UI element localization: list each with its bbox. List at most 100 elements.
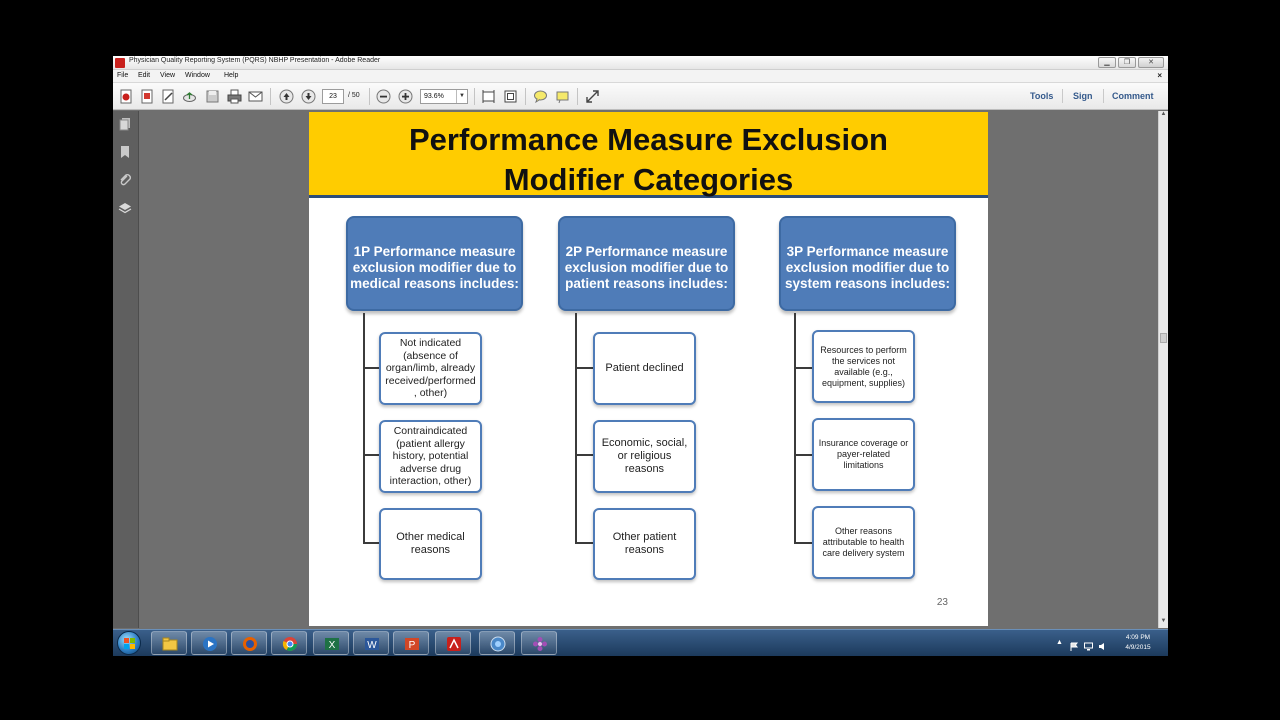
comment-pane-button[interactable]: Comment — [1112, 91, 1154, 101]
chevron-down-icon[interactable]: ▼ — [456, 90, 467, 103]
email-icon[interactable] — [248, 89, 263, 104]
windows-logo-icon — [124, 638, 135, 649]
item-text: Other reasons attributable to health car… — [822, 526, 905, 558]
list-item: Other reasons attributable to health car… — [812, 506, 915, 579]
fit-width-icon[interactable] — [481, 89, 496, 104]
clock-time: 4:09 PM — [1125, 634, 1151, 641]
volume-icon[interactable] — [1098, 638, 1107, 650]
window-title-bar[interactable]: Physician Quality Reporting System (PQRS… — [113, 56, 1168, 70]
zoom-out-icon[interactable] — [376, 89, 391, 104]
list-item: Insurance coverage or payer-related limi… — [812, 418, 915, 491]
svg-text:W: W — [367, 640, 377, 651]
taskbar-excel[interactable]: X — [313, 631, 349, 655]
scroll-up-icon[interactable]: ▲ — [1160, 111, 1167, 117]
window-title: Physician Quality Reporting System (PQRS… — [129, 57, 381, 64]
menu-file[interactable]: File — [117, 72, 129, 79]
sticky-note-icon[interactable] — [533, 89, 548, 104]
minimize-icon[interactable]: ▁ — [1098, 57, 1116, 68]
category-label: 2P Performance measure exclusion modifie… — [564, 244, 729, 291]
firefox-icon — [243, 637, 257, 651]
previous-page-icon[interactable] — [279, 89, 294, 104]
media-player-icon — [203, 637, 217, 651]
network-globe-icon — [490, 636, 506, 652]
item-text: Insurance coverage or payer-related limi… — [818, 438, 909, 470]
item-text: Not indicated (absence of organ/limb, al… — [385, 337, 476, 400]
menu-window[interactable]: Window — [185, 72, 210, 79]
window-controls: ▁ ❐ ✕ — [1098, 57, 1164, 68]
create-pdf-icon[interactable] — [119, 89, 134, 104]
start-button[interactable] — [117, 631, 141, 655]
next-page-icon[interactable] — [301, 89, 316, 104]
connector-line — [363, 454, 379, 456]
zoom-level-select[interactable]: 93.6% ▼ — [420, 89, 468, 104]
taskbar-powerpoint[interactable]: P — [393, 631, 429, 655]
page-number-input[interactable]: 23 — [322, 89, 344, 104]
menu-view[interactable]: View — [160, 72, 176, 79]
desktop-screen: Physician Quality Reporting System (PQRS… — [113, 56, 1168, 656]
svg-text:P: P — [409, 640, 416, 651]
item-text: Economic, social, or religious reasons — [601, 437, 688, 475]
menu-help[interactable]: Help — [224, 72, 239, 79]
connector-line — [575, 313, 577, 544]
system-tray: ▲ 4:09 PM 4/9/2015 — [1048, 630, 1168, 656]
taskbar-firefox[interactable] — [231, 631, 267, 655]
show-hidden-icons-icon[interactable]: ▲ — [1056, 639, 1063, 646]
scrollbar-thumb[interactable] — [1160, 333, 1167, 343]
page-total: / 50 — [348, 92, 360, 99]
connector-line — [363, 542, 379, 544]
slide-number: 23 — [936, 597, 948, 608]
toolbar-separator — [270, 88, 271, 105]
connector-line — [363, 313, 365, 544]
document-close-icon[interactable]: × — [1157, 71, 1162, 80]
network-icon[interactable] — [1084, 638, 1093, 651]
taskbar-flower-app[interactable] — [521, 631, 557, 655]
taskbar-network-tool[interactable] — [479, 631, 515, 655]
taskbar-word[interactable]: W — [353, 631, 389, 655]
layers-icon[interactable] — [118, 201, 132, 215]
folder-icon — [162, 637, 178, 651]
adobe-reader-icon — [447, 637, 461, 651]
tools-pane-button[interactable]: Tools — [1030, 91, 1054, 101]
attachments-icon[interactable] — [118, 173, 132, 187]
highlight-icon[interactable] — [555, 89, 570, 104]
taskbar-explorer[interactable] — [151, 631, 187, 655]
menu-bar: File Edit View Window Help × — [113, 70, 1168, 83]
connector-line — [575, 454, 594, 456]
pdf-page: Performance Measure Exclusion Modifier C… — [309, 112, 988, 626]
vertical-scrollbar[interactable]: ▲ ▼ — [1158, 111, 1168, 628]
cloud-upload-icon[interactable] — [182, 89, 197, 104]
restore-icon[interactable]: ❐ — [1118, 57, 1136, 68]
system-clock[interactable]: 4:09 PM 4/9/2015 — [1118, 633, 1158, 653]
expand-icon[interactable] — [585, 89, 600, 104]
menu-edit[interactable]: Edit — [138, 72, 151, 79]
scroll-down-icon[interactable]: ▼ — [1160, 618, 1167, 624]
toolbar-separator — [1103, 89, 1104, 103]
edit-pdf-icon[interactable] — [161, 89, 176, 104]
flower-icon — [533, 637, 547, 651]
slide-title: Performance Measure Exclusion Modifier C… — [409, 122, 888, 197]
fit-page-icon[interactable] — [503, 89, 518, 104]
print-icon[interactable] — [227, 89, 242, 104]
sign-pane-button[interactable]: Sign — [1073, 91, 1093, 101]
bookmarks-icon[interactable] — [118, 145, 132, 159]
page-thumbnails-icon[interactable] — [118, 117, 132, 131]
taskbar-adobe-reader[interactable] — [435, 631, 471, 655]
list-item: Resources to perform the services not av… — [812, 330, 915, 403]
category-label: 3P Performance measure exclusion modifie… — [784, 244, 951, 291]
connector-line — [575, 367, 594, 369]
category-label: 1P Performance measure exclusion modifie… — [350, 244, 519, 291]
list-item: Other patient reasons — [593, 508, 696, 580]
zoom-in-icon[interactable] — [398, 89, 413, 104]
taskbar-chrome[interactable] — [271, 631, 307, 655]
save-icon[interactable] — [205, 89, 220, 104]
close-icon[interactable]: ✕ — [1138, 57, 1164, 68]
list-item: Contraindicated (patient allergy history… — [379, 420, 482, 493]
adobe-reader-icon — [115, 58, 125, 68]
windows-taskbar: X W P ▲ 4:09 PM — [113, 629, 1168, 656]
list-item: Economic, social, or religious reasons — [593, 420, 696, 493]
taskbar-media-player[interactable] — [191, 631, 227, 655]
convert-pdf-icon[interactable] — [140, 89, 155, 104]
toolbar-separator — [1062, 89, 1063, 103]
excel-icon: X — [325, 638, 339, 651]
action-center-flag-icon[interactable] — [1070, 638, 1079, 651]
